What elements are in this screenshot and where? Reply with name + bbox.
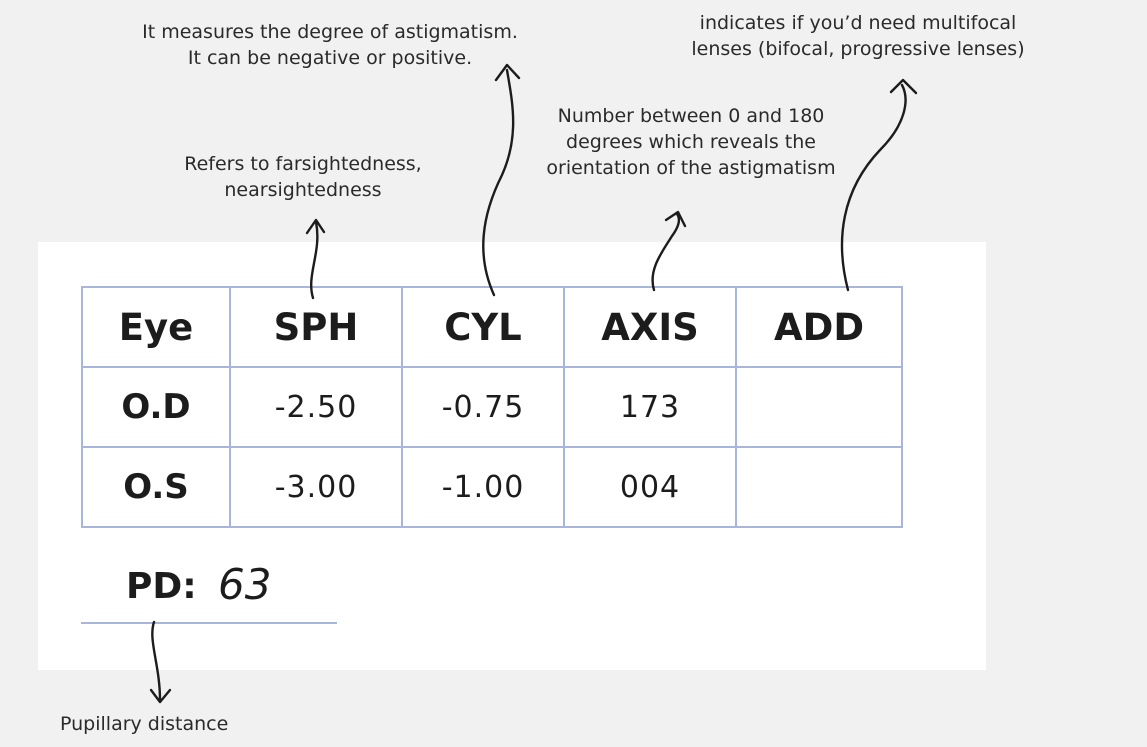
axis-cell: 173 [563, 366, 737, 448]
header-add: ADD [735, 286, 903, 368]
eye-cell: O.D [81, 366, 231, 448]
pd-label: PD: [126, 566, 197, 607]
eye-cell: O.S [81, 446, 231, 528]
header-cyl: CYL [401, 286, 565, 368]
sph-annotation: Refers to farsightedness, nearsightednes… [184, 153, 422, 201]
cyl-annotation: It measures the degree of astigmatism. I… [142, 21, 518, 69]
add-arrow [840, 78, 918, 292]
add-annotation: indicates if you’d need multifocal lense… [691, 12, 1025, 60]
header-axis: AXIS [563, 286, 737, 368]
table-header-row: Eye SPH CYL AXIS ADD [81, 286, 903, 368]
header-sph: SPH [229, 286, 403, 368]
sph-cell: -3.00 [229, 446, 403, 528]
prescription-table: Eye SPH CYL AXIS ADD O.D -2.50 -0.75 173… [81, 286, 903, 528]
cyl-cell: -0.75 [401, 366, 565, 448]
sph-cell: -2.50 [229, 366, 403, 448]
cyl-cell: -1.00 [401, 446, 565, 528]
cyl-arrow [482, 63, 521, 297]
add-cell [735, 446, 903, 528]
header-eye: Eye [81, 286, 231, 368]
axis-annotation: Number between 0 and 180 degrees which r… [546, 105, 836, 179]
axis-arrow [651, 210, 687, 292]
sph-arrow [305, 218, 326, 300]
pd-annotation: Pupillary distance [60, 713, 229, 735]
pd-arrow [149, 620, 172, 704]
table-row: O.S -3.00 -1.00 004 [81, 446, 903, 528]
table-row: O.D -2.50 -0.75 173 [81, 366, 903, 448]
axis-cell: 004 [563, 446, 737, 528]
pd-underline [81, 622, 337, 624]
add-cell [735, 366, 903, 448]
pd-value: 63 [218, 560, 272, 609]
